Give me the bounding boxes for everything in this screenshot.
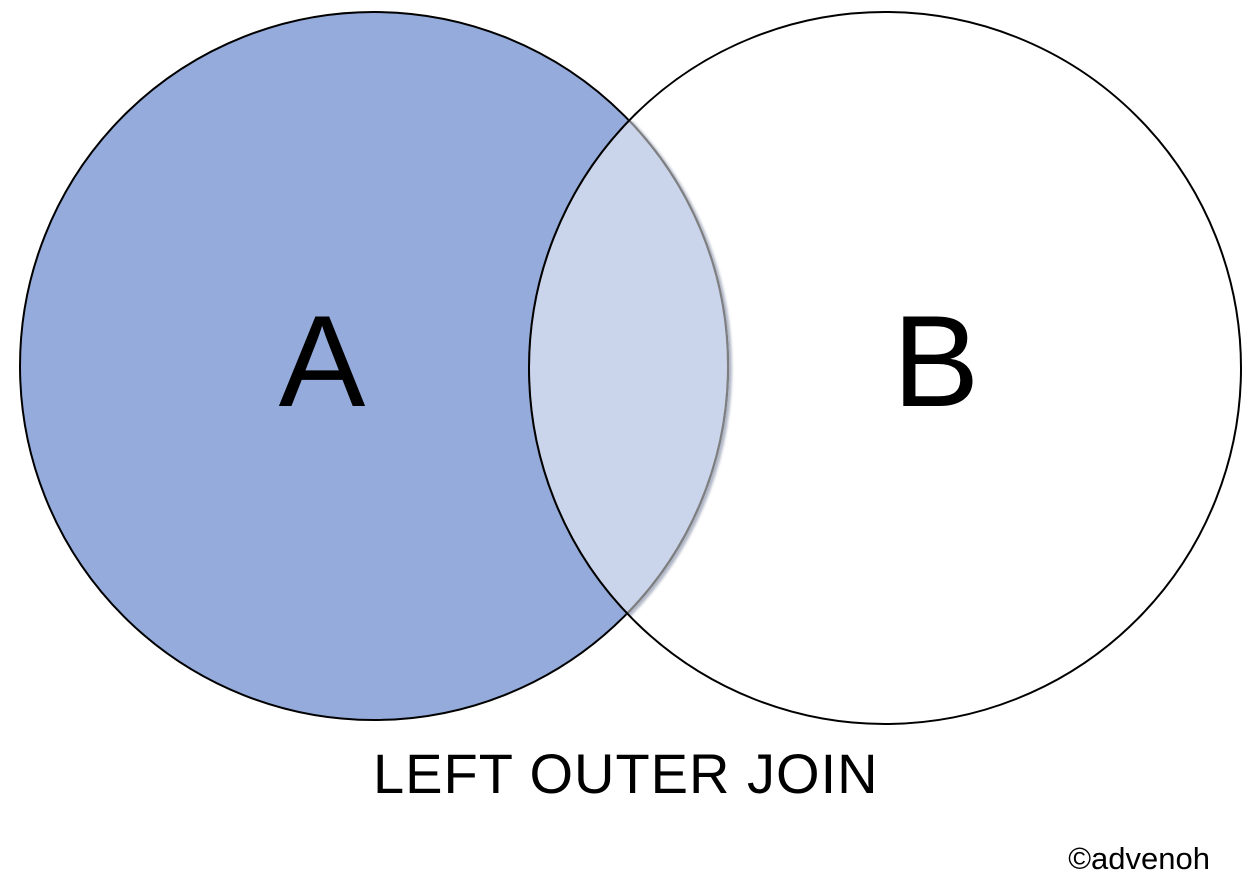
diagram-title: LEFT OUTER JOIN	[373, 742, 879, 805]
credit-text: ©advenoh	[1068, 841, 1210, 876]
set-b-label: B	[892, 288, 980, 434]
circle-b	[528, 11, 1242, 725]
set-a-label: A	[278, 288, 366, 434]
